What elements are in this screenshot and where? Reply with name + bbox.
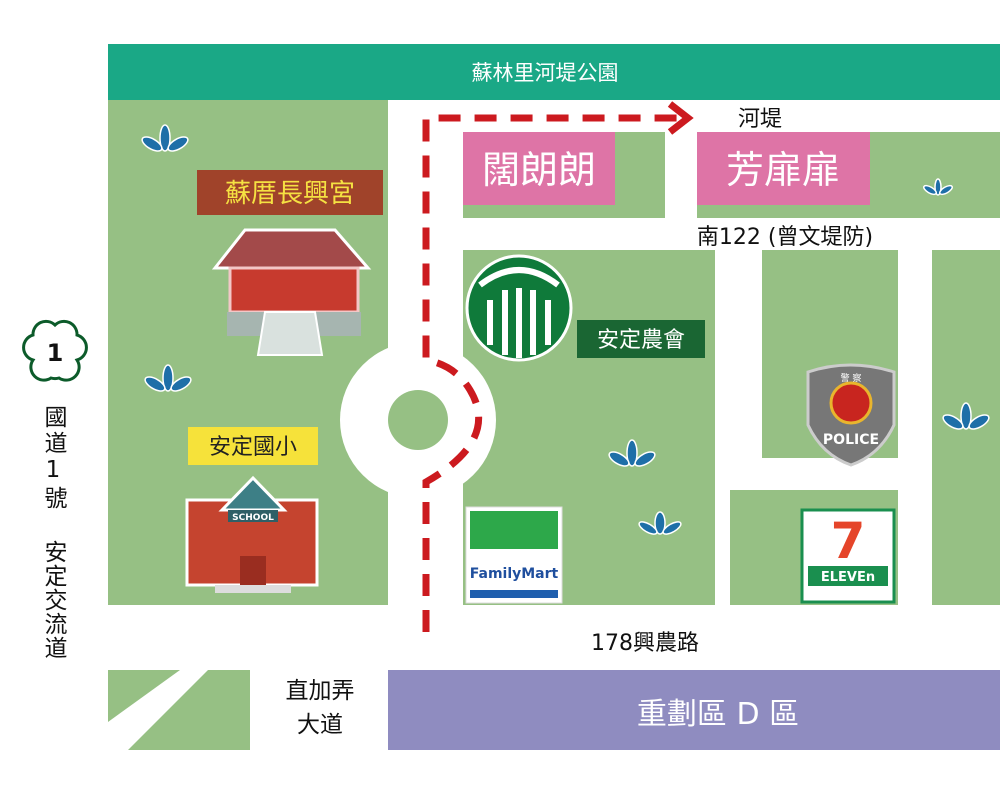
road-nan122: 南122 (曾文堤防) (697, 225, 873, 250)
police-top-label: 警 察 (841, 372, 862, 384)
road-xingnong: 178興農路 (591, 631, 699, 656)
school-icon (185, 475, 319, 593)
route-arrow-icon (667, 101, 694, 135)
freeway-label: 國道1號 (40, 405, 66, 512)
park-band (108, 44, 1000, 100)
building-2-label: 芳扉扉 (726, 148, 840, 192)
park-label: 蘇林里河堤公園 (472, 61, 619, 85)
seven-eleven-logo (800, 508, 896, 604)
road-zhijianong-1: 直加弄 (286, 678, 355, 704)
freeway-shield-icon (22, 319, 88, 382)
building-1 (463, 132, 615, 205)
school-sign (188, 427, 318, 465)
familymart-green-bar (470, 511, 558, 549)
temple-icon (211, 228, 372, 356)
seven-eleven-label: ELEVEn (821, 570, 875, 585)
road-zhijianong-2: 大道 (297, 712, 343, 738)
zone-d (388, 670, 1000, 750)
roundabout-island (388, 390, 448, 450)
farmers-label: 安定農會 (597, 328, 685, 353)
farmers-sign (577, 320, 705, 358)
diagonal-road (108, 670, 208, 750)
temple-label: 蘇厝長興宮 (225, 179, 355, 209)
familymart-blue-bar (470, 590, 558, 598)
seven-eleven-seven: 7 (831, 512, 866, 570)
building-2 (697, 132, 870, 205)
school-building-sign: SCHOOL (232, 513, 274, 523)
plant-icons (141, 124, 990, 535)
seven-eleven-band (808, 566, 888, 586)
school-label: 安定國小 (209, 435, 297, 460)
temple-sign (197, 170, 383, 215)
zone-d-label: 重劃區 D 區 (637, 697, 799, 732)
freeway-number: 1 (47, 339, 64, 367)
building-1-label: 闊朗朗 (482, 148, 596, 192)
road-levee: 河堤 (738, 107, 782, 132)
police-emblem (829, 381, 873, 425)
interchange-label: 安定交流道 (40, 540, 66, 660)
farmers-logo-lines (478, 267, 560, 358)
familymart-label: FamilyMart (470, 566, 559, 582)
route-dashed-line (422, 114, 680, 632)
police-label: POLICE (823, 432, 879, 448)
